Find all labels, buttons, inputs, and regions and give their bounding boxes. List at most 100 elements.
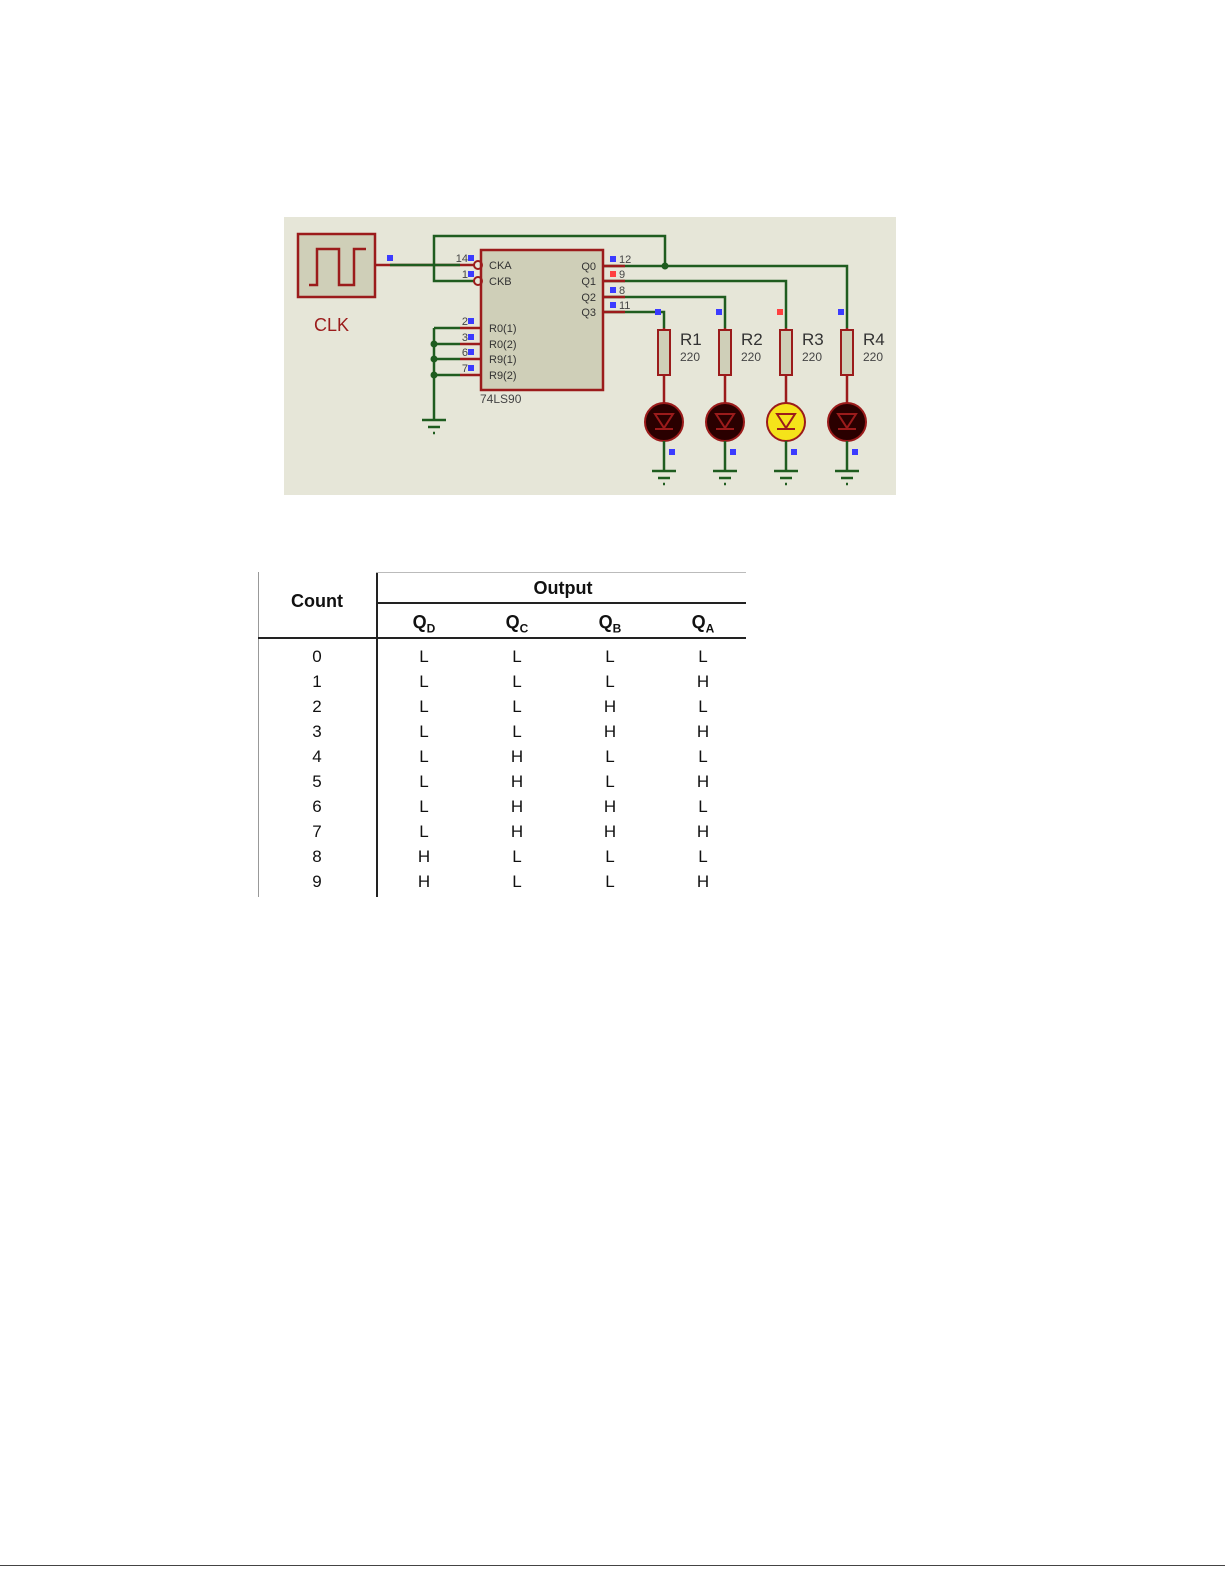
output-cell: H [510,747,524,766]
pin-state-marker [716,309,722,315]
diode-icon [775,413,797,430]
clock-source [296,232,377,299]
output-cell: L [605,672,615,691]
inverted-clock-bubble [473,260,483,270]
output-cell: L [512,672,522,691]
table-divider [376,572,746,573]
count-cell: 5 [312,772,322,791]
column-header: QA [692,612,715,636]
pin-state-marker [669,449,675,455]
wire [432,234,667,283]
pin-number: 3 [462,332,468,344]
pin-label: CKA [489,260,512,272]
count-cell: 7 [312,822,322,841]
column-header: QD [413,612,436,636]
count-cell: 1 [312,672,322,691]
table-divider [376,602,746,604]
pin-state-marker [468,349,474,355]
wire-junction [661,262,669,270]
count-cell: 4 [312,747,322,766]
output-cell: L [605,647,615,666]
resistor-value: 220 [802,350,822,364]
pin-state-marker [791,449,797,455]
output-cell: H [603,697,617,716]
column-header-subscript: C [519,621,529,636]
column-header: QB [599,612,622,636]
output-cell: H [510,772,524,791]
diode-icon [836,413,858,430]
column-header-main: Q [505,612,520,632]
ground-icon [422,418,446,435]
pin-number: 9 [619,269,625,281]
output-cell: L [605,747,615,766]
column-header-subscript: D [426,621,436,636]
wire-junction [430,355,438,363]
pin-state-marker [610,256,616,262]
pin-number: 14 [456,253,468,265]
column-header-main: Q [691,612,706,632]
pin-number: 7 [462,363,468,375]
column-header-main: Q [598,612,613,632]
pin-number: 2 [462,316,468,328]
ground-icon [774,469,798,486]
count-cell: 2 [312,697,322,716]
column-header-subscript: B [612,621,622,636]
output-cell: H [417,847,431,866]
output-cell: L [698,697,708,716]
output-cell: L [419,697,429,716]
output-cell: L [698,747,708,766]
ground-icon [713,469,737,486]
pin-state-marker [387,255,393,261]
pin-label: Q0 [581,261,596,273]
output-cell: L [698,847,708,866]
column-header: QC [506,612,529,636]
output-cell: H [417,872,431,891]
output-cell: L [419,747,429,766]
pin-state-marker [468,318,474,324]
wire-junction [430,340,438,348]
ground-icon [652,469,676,486]
output-cell: H [603,722,617,741]
output-cell: H [696,772,710,791]
pin-number: 11 [619,300,630,312]
table-divider [376,572,378,897]
count-cell: 3 [312,722,322,741]
output-cell: L [605,872,615,891]
pin-label: Q1 [581,276,596,288]
output-cell: L [419,772,429,791]
resistor-value: 220 [680,350,700,364]
output-cell: H [696,872,710,891]
resistor-name: R4 [863,330,885,349]
pin-number: 12 [619,254,631,266]
counter-schematic: CLK74LS9014CKA1CKB2R0(1)3R0(2)6R9(1)7R9(… [284,217,896,495]
pin-label: R9(2) [489,370,517,382]
pin-label: CKB [489,276,512,288]
count-header: Count [291,591,343,611]
pin-label: R0(1) [489,323,517,335]
output-cell: L [605,847,615,866]
chip-name: 74LS90 [480,392,522,406]
wire [603,295,727,328]
pin-number: 8 [619,285,625,297]
output-cell: L [419,647,429,666]
count-cell: 0 [312,647,322,666]
pin-number: 1 [462,269,468,281]
output-cell: H [603,822,617,841]
table-divider [258,572,259,897]
pin-state-marker [610,271,616,277]
clock-label: CLK [314,315,349,335]
pin-state-marker [468,255,474,261]
output-header: Output [533,578,593,598]
output-cell: L [419,797,429,816]
output-cell: L [512,647,522,666]
square-wave-icon [309,247,366,287]
output-cell: H [510,797,524,816]
pin-label: R0(2) [489,339,517,351]
wire [603,279,788,328]
ground-icon [835,469,859,486]
output-cell: H [603,797,617,816]
pin-state-marker [838,309,844,315]
pin-state-marker [852,449,858,455]
